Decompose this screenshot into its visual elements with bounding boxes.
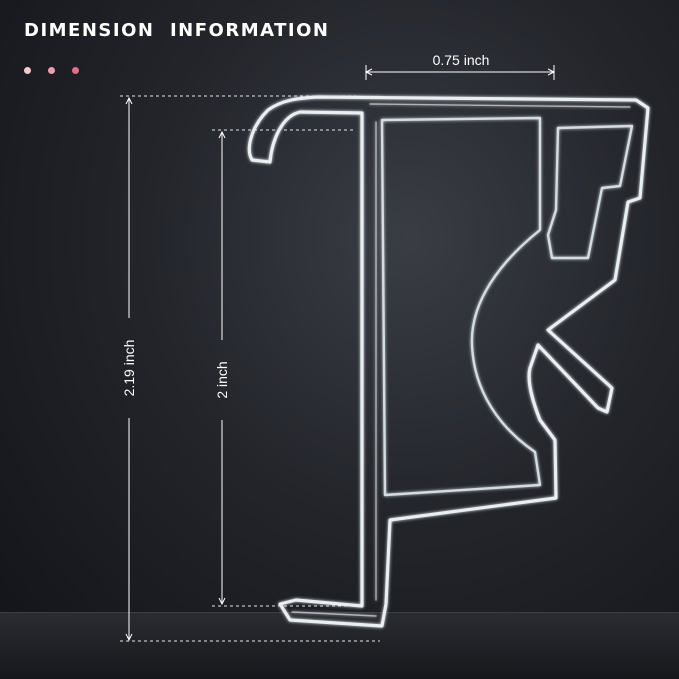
extension-lines — [120, 95, 380, 642]
hook-edge-highlight — [291, 103, 631, 617]
total-height-label: 2.19 inch — [121, 340, 137, 397]
total-height-dimension — [125, 96, 133, 642]
dimension-heading: DIMENSION INFORMATION — [24, 20, 330, 41]
width-label: 0.75 inch — [433, 52, 490, 68]
hook-inner-slot — [546, 124, 634, 260]
hook-inner-frame — [380, 116, 542, 497]
dot-2 — [48, 67, 55, 74]
acrylic-hook — [247, 95, 650, 628]
dot-3 — [72, 67, 79, 74]
width-dimension — [364, 65, 556, 80]
decorative-dots — [24, 67, 79, 74]
hook-outline — [247, 95, 650, 628]
inner-height-label: 2 inch — [214, 361, 230, 398]
inner-height-dimension — [218, 130, 226, 606]
dot-1 — [24, 67, 31, 74]
